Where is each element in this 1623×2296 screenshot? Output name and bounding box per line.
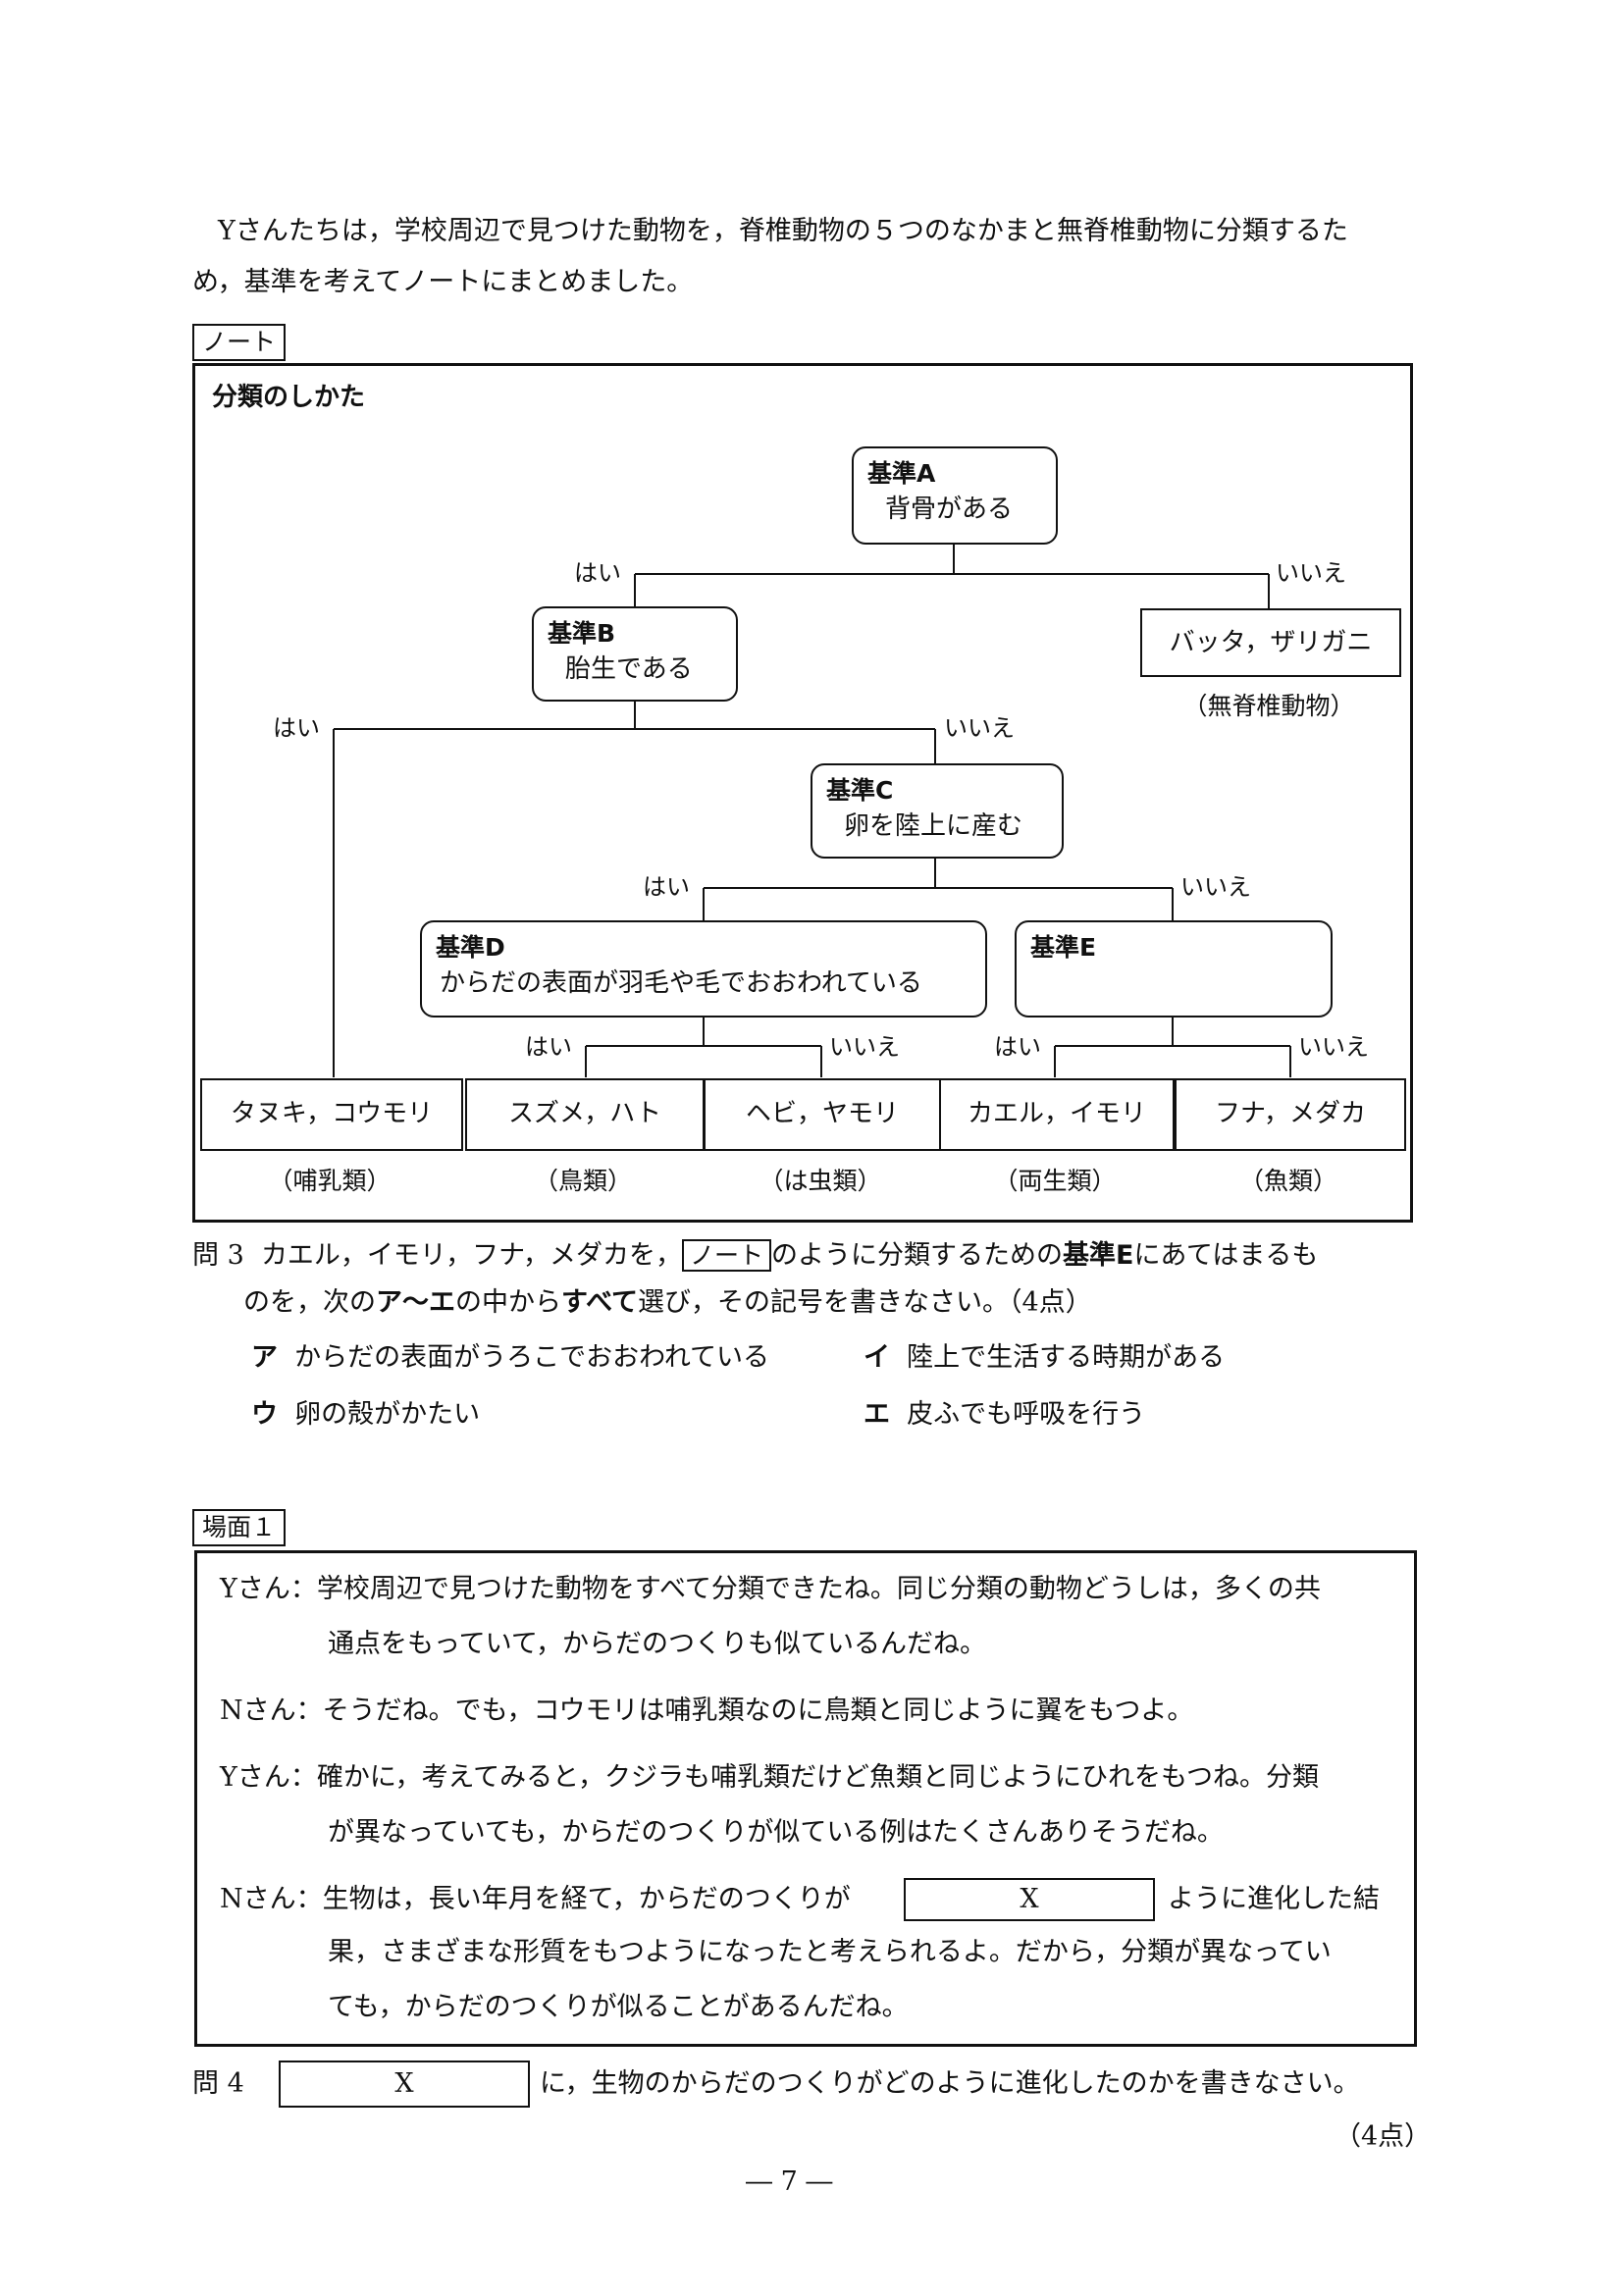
scene-1-tag: 場面１ — [192, 1509, 287, 1546]
dialog-1-speaker: Yさん： — [220, 1574, 317, 1604]
question-3-note-tag: ノート — [681, 1239, 771, 1272]
label-d-no: いいえ — [829, 1033, 900, 1061]
label-amphibians: （両生類） — [993, 1167, 1117, 1195]
label-e-no: いいえ — [1298, 1033, 1369, 1061]
dialog-4-line-3: ても，からだのつくりが似ることがあるんだね。 — [328, 1992, 909, 2022]
criterion-c-title: 基準C — [826, 776, 894, 805]
question-3-line2-bold2: すべて — [561, 1287, 639, 1318]
blank-x-question: X — [279, 2061, 530, 2108]
page-number: ― 7 ― — [746, 2166, 833, 2197]
criterion-b: 基準B 胎生である — [532, 606, 738, 702]
label-a-yes: はい — [574, 559, 621, 587]
label-e-yes: はい — [994, 1033, 1041, 1061]
dialog-3: Yさん：確かに，考えてみると，クジラも哺乳類だけど魚類と同じようにひれをもつね。… — [220, 1758, 1319, 1798]
leaf-mammals: タヌキ，コウモリ — [200, 1078, 463, 1151]
option-i-text: 陸上で生活する時期がある — [907, 1342, 1226, 1373]
leaf-reptiles: ヘビ，ヤモリ — [704, 1078, 941, 1151]
question-3-line-1: 問 3 カエル，イモリ，フナ，メダカを，ノートのように分類するための基準Eにあて… — [192, 1236, 1318, 1276]
invertebrate-label: （無脊椎動物） — [1182, 692, 1355, 720]
question-4-text: に，生物のからだのつくりがどのように進化したのかを書きなさい。 — [540, 2068, 1360, 2099]
question-3-line2-b: の中から — [455, 1287, 561, 1318]
criterion-b-desc: 胎生である — [565, 654, 693, 684]
label-a-no: いいえ — [1276, 559, 1346, 587]
leaf-amphibians: カエル，イモリ — [939, 1078, 1175, 1151]
blank-x-dialog: X — [904, 1878, 1155, 1921]
criterion-a-desc: 背骨がある — [885, 495, 1014, 524]
option-u-text: 卵の殻がかたい — [294, 1399, 481, 1430]
option-e-letter: エ — [864, 1399, 890, 1430]
dialog-4-speaker: Nさん： — [220, 1884, 323, 1914]
option-e: エ 皮ふでも呼吸を行う — [864, 1395, 1145, 1435]
question-3-line-2: のを，次のア～エの中からすべて選び，その記号を書きなさい。（4点） — [243, 1283, 1092, 1323]
criterion-a: 基準A 背骨がある — [852, 446, 1058, 545]
criterion-c-desc: 卵を陸上に産む — [844, 811, 1023, 841]
note-frame — [192, 363, 1413, 1223]
label-fish: （魚類） — [1238, 1167, 1337, 1195]
question-3-text-bold: 基準E — [1062, 1240, 1134, 1271]
question-4-points: （4点） — [1335, 2121, 1432, 2152]
question-3-text-c: にあてはまるも — [1133, 1240, 1319, 1271]
dialog-2-line-1: そうだね。でも，コウモリは哺乳類なのに鳥類と同じように翼をもつよ。 — [322, 1696, 1194, 1726]
dialog-4-line-1a: 生物は，長い年月を経て，からだのつくりが — [322, 1884, 851, 1914]
dialog-1-line-2: 通点をもっていて，からだのつくりも似ているんだね。 — [328, 1629, 986, 1659]
criterion-d: 基準D からだの表面が羽毛や毛でおおわれている — [420, 920, 987, 1018]
option-e-text: 皮ふでも呼吸を行う — [907, 1399, 1146, 1430]
intro-line-1: Yさんたちは，学校周辺で見つけた動物を，脊椎動物の５つのなかまと無脊椎動物に分類… — [218, 216, 1348, 246]
dialog-2-speaker: Nさん： — [220, 1696, 323, 1726]
option-a-text: からだの表面がうろこでおおわれている — [294, 1342, 770, 1373]
dialog-2: Nさん：そうだね。でも，コウモリは哺乳類なのに鳥類と同じように翼をもつよ。 — [220, 1692, 1193, 1731]
question-3-number: 問 3 — [192, 1240, 244, 1271]
label-birds: （鳥類） — [533, 1167, 632, 1195]
question-3-text-a: カエル，イモリ，フナ，メダカを， — [260, 1240, 682, 1271]
dialog-1: Yさん：学校周辺で見つけた動物をすべて分類できたね。同じ分類の動物どうしは，多く… — [220, 1570, 1321, 1609]
criterion-e-title: 基準E — [1030, 933, 1097, 962]
note-tag: ノート — [192, 324, 287, 361]
dialog-3-line-2: が異なっていても，からだのつくりが似ている例はたくさんありそうだね。 — [328, 1817, 1224, 1848]
criterion-a-title: 基準A — [867, 459, 936, 488]
label-d-yes: はい — [525, 1033, 572, 1061]
label-c-yes: はい — [643, 873, 690, 901]
dialog-3-speaker: Yさん： — [220, 1762, 317, 1793]
dialog-4-line-2: 果，さまざまな形質をもつようになったと考えられるよ。だから，分類が異なってい — [328, 1937, 1332, 1967]
criterion-b-title: 基準B — [548, 619, 616, 648]
intro-line-2: め，基準を考えてノートにまとめました。 — [192, 267, 694, 297]
option-u: ウ 卵の殻がかたい — [251, 1395, 480, 1435]
leaf-fish: フナ，メダカ — [1175, 1078, 1406, 1151]
question-3-line2-a: のを，次の — [243, 1287, 376, 1318]
label-reptiles: （は虫類） — [759, 1167, 882, 1195]
option-u-letter: ウ — [251, 1399, 278, 1430]
criterion-d-title: 基準D — [436, 933, 505, 962]
dialog-1-line-1: 学校周辺で見つけた動物をすべて分類できたね。同じ分類の動物どうしは，多くの共 — [316, 1574, 1321, 1604]
question-3-line2-bold1: ア～エ — [376, 1287, 455, 1318]
dialog-4: Nさん：生物は，長い年月を経て，からだのつくりが — [220, 1880, 851, 1919]
label-b-yes: はい — [273, 714, 320, 742]
question-3-line2-c: 選び，その記号を書きなさい。（4点） — [638, 1287, 1092, 1318]
option-i: イ 陸上で生活する時期がある — [864, 1338, 1225, 1378]
note-heading: 分類のしかた — [212, 383, 366, 412]
dialog-3-line-1: 確かに，考えてみると，クジラも哺乳類だけど魚類と同じようにひれをもつね。分類 — [316, 1762, 1319, 1793]
label-mammals: （哺乳類） — [268, 1167, 392, 1195]
criterion-c: 基準C 卵を陸上に産む — [811, 763, 1064, 859]
question-3-text-b: のように分類するための — [770, 1240, 1063, 1271]
option-a-letter: ア — [251, 1342, 278, 1373]
option-i-letter: イ — [864, 1342, 890, 1373]
dialog-4-line-1b: ように進化した結 — [1168, 1884, 1380, 1914]
criterion-d-desc: からだの表面が羽毛や毛でおおわれている — [440, 968, 922, 998]
question-4-number: 問 4 — [192, 2068, 244, 2099]
scene-1-frame — [194, 1550, 1417, 2047]
leaf-birds: スズメ，ハト — [465, 1078, 705, 1151]
label-b-no: いいえ — [944, 714, 1015, 742]
option-a: ア からだの表面がうろこでおおわれている — [251, 1338, 769, 1378]
criterion-e: 基準E — [1015, 920, 1333, 1018]
label-c-no: いいえ — [1180, 873, 1251, 901]
invertebrate-box: バッタ，ザリガニ — [1140, 608, 1401, 677]
